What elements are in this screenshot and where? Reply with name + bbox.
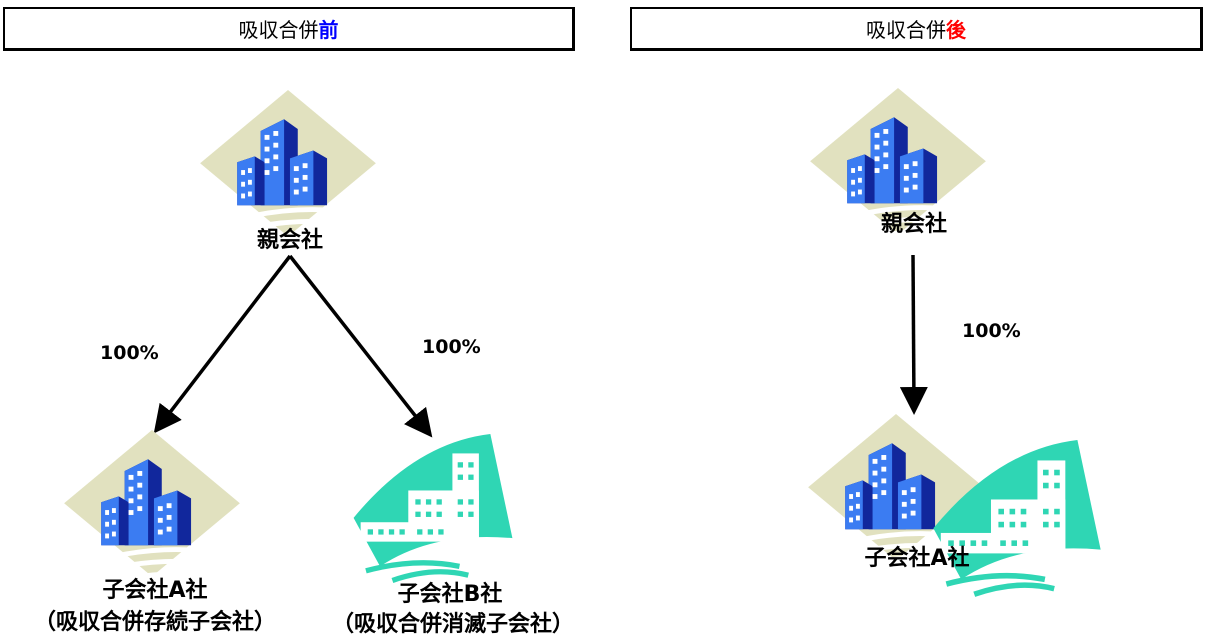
before-child-b-label: 子会社B社 <box>397 582 503 607</box>
before-child-a-note: （吸収合併存続子会社） <box>33 610 276 635</box>
after-title-box: 吸収合併後 <box>630 7 1203 51</box>
after-pct: 100% <box>962 320 1021 342</box>
hospital-building-icon <box>926 440 1108 598</box>
before-pct-a: 100% <box>100 342 159 364</box>
before-child-a-label: 子会社A社 <box>102 578 208 603</box>
before-pct-b: 100% <box>422 336 481 358</box>
arrow-parent-to-child-b <box>288 254 433 438</box>
arrow-after-parent-to-child <box>899 254 928 415</box>
after-title-prefix: 吸収合併 <box>866 18 946 42</box>
arrow-parent-to-child-a <box>153 254 292 434</box>
before-title-accent: 前 <box>318 18 339 42</box>
after-parent-label: 親会社 <box>880 212 947 237</box>
before-title-box: 吸収合併前 <box>3 7 575 51</box>
after-child-a-label: 子会社A社 <box>864 546 970 571</box>
before-title-prefix: 吸収合併 <box>238 18 319 42</box>
hospital-building-icon <box>342 434 524 584</box>
before-child-b-note: （吸収合併消滅子会社） <box>331 612 574 637</box>
before-parent-label: 親会社 <box>256 228 323 253</box>
after-title-accent: 後 <box>946 18 966 42</box>
